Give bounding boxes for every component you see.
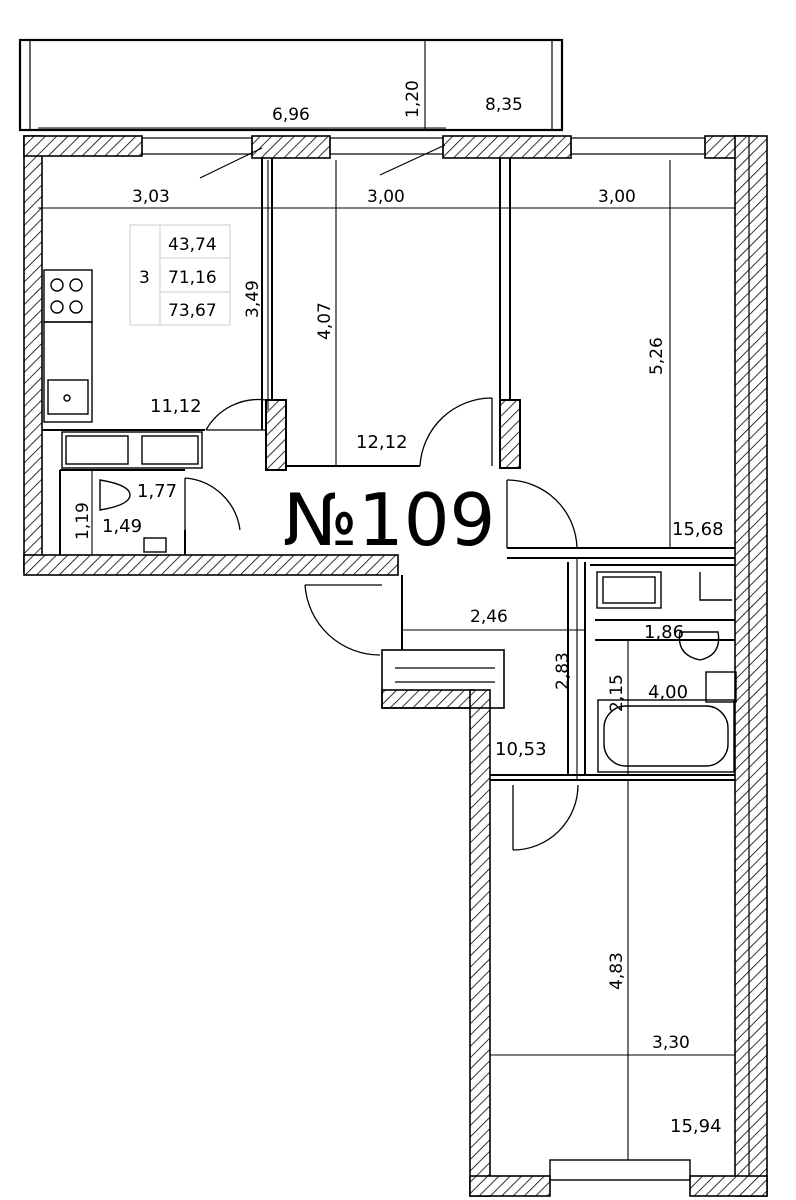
area-summary-box: 3 43,74 71,16 73,67 (129, 224, 231, 326)
dim-corridor-width: 2,46 (470, 607, 508, 627)
area-total: 71,16 (168, 268, 217, 288)
area-living: 43,74 (168, 235, 217, 255)
bedroom-bottom-area: 15,94 (670, 1116, 722, 1137)
dim-storage-depth: 1,19 (73, 502, 93, 540)
dim-kitchen-depth: 3,49 (243, 280, 263, 318)
dimension-labels: 6,96 1,20 8,35 3,03 3,00 3,00 3,49 4,07 … (73, 80, 690, 1053)
apartment-number: №109 (283, 478, 495, 562)
dimension-lines (38, 40, 735, 1160)
bath-area: 4,00 (648, 682, 688, 703)
dim-middle-width: 3,00 (367, 187, 405, 207)
dim-bottom-depth: 4,83 (607, 952, 627, 990)
interior-walls (42, 158, 735, 781)
exterior-walls (23, 135, 768, 1197)
dim-bath-depth: 2,15 (607, 674, 627, 712)
stove-burner (50, 278, 64, 292)
dim-balcony-depth: 1,20 (403, 80, 423, 118)
bedroom-right-area: 15,68 (672, 519, 724, 540)
room-area-labels: 11,12 12,12 15,68 1,77 1,49 10,53 1,86 4… (102, 396, 724, 1137)
storage-area: 1,49 (102, 516, 142, 537)
room-count: 3 (139, 268, 150, 288)
kitchen-area: 11,12 (150, 396, 202, 417)
bedroom-middle-area: 12,12 (356, 432, 408, 453)
area-with-balcony: 73,67 (168, 301, 217, 321)
wc2-area: 1,86 (644, 622, 684, 643)
balcony (18, 38, 564, 132)
doors (184, 397, 579, 851)
wc-area: 1,77 (137, 481, 177, 502)
dim-balcony-right: 8,35 (485, 95, 523, 115)
fixtures (43, 269, 737, 773)
dim-middle-depth: 4,07 (315, 302, 335, 340)
dim-balcony-left: 6,96 (272, 105, 310, 125)
dim-kitchen-width: 3,03 (132, 187, 170, 207)
dim-hall-depth: 2,83 (553, 652, 573, 690)
dim-bottom-width: 3,30 (652, 1033, 690, 1053)
dim-right-width: 3,00 (598, 187, 636, 207)
hall-area: 10,53 (495, 739, 547, 760)
dim-right-depth: 5,26 (647, 337, 667, 375)
